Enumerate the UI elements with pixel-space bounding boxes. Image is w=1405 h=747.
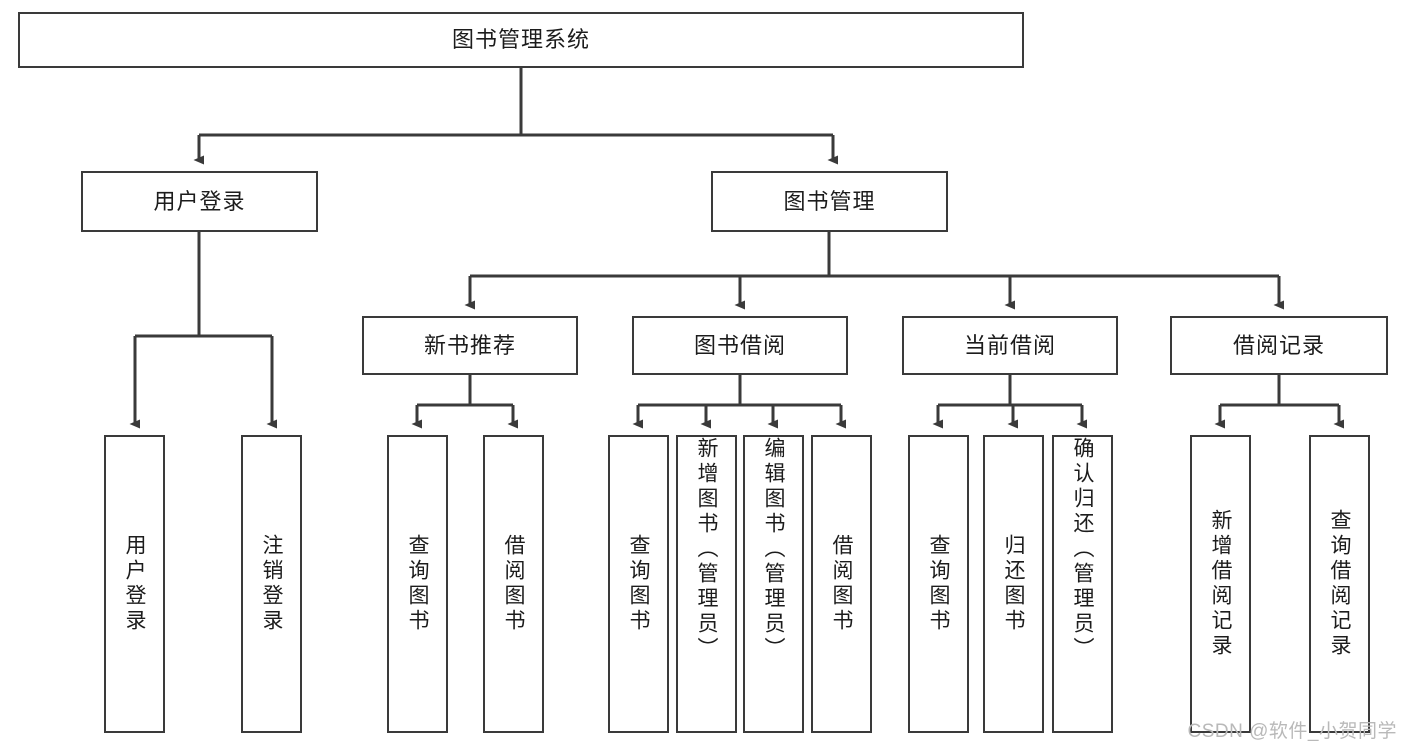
node-root-label: 图书管理系统 — [451, 27, 590, 53]
node-book-borrow[interactable]: 图书借阅 — [632, 316, 848, 375]
node-leaf-query-book-2[interactable]: 查询图书 — [608, 435, 669, 733]
node-book-manage-label: 图书管理 — [783, 188, 876, 214]
node-current-borrow[interactable]: 当前借阅 — [902, 316, 1118, 375]
node-leaf-user-login-label: 用户登录 — [123, 534, 146, 634]
node-leaf-borrow-book-1-label: 借阅图书 — [502, 534, 525, 634]
node-leaf-query-record-label: 查询借阅记录 — [1328, 509, 1351, 659]
node-leaf-return-book-label: 归还图书 — [1002, 534, 1025, 634]
node-root[interactable]: 图书管理系统 — [18, 12, 1024, 68]
node-leaf-query-book-2-label: 查询图书 — [627, 534, 650, 634]
node-leaf-edit-book[interactable]: 编辑图书（管理员） — [743, 435, 804, 733]
node-user-login-label: 用户登录 — [153, 188, 246, 214]
node-leaf-logout-label: 注销登录 — [260, 534, 283, 634]
node-leaf-logout[interactable]: 注销登录 — [241, 435, 302, 733]
node-leaf-query-book-3-label: 查询图书 — [927, 534, 950, 634]
node-borrow-record[interactable]: 借阅记录 — [1170, 316, 1388, 375]
node-book-borrow-label: 图书借阅 — [693, 332, 786, 358]
node-leaf-add-record-label: 新增借阅记录 — [1209, 509, 1232, 659]
node-leaf-query-book-3[interactable]: 查询图书 — [908, 435, 969, 733]
node-user-login[interactable]: 用户登录 — [81, 171, 318, 232]
node-new-book-rec-label: 新书推荐 — [423, 332, 516, 358]
node-current-borrow-label: 当前借阅 — [963, 332, 1056, 358]
node-leaf-confirm-return-label: 确认归还（管理员） — [1071, 437, 1094, 662]
watermark-text: CSDN @软件_小贺同学 — [1187, 721, 1397, 742]
node-leaf-edit-book-label: 编辑图书（管理员） — [762, 437, 785, 662]
node-leaf-confirm-return[interactable]: 确认归还（管理员） — [1052, 435, 1113, 733]
node-leaf-borrow-book-2-label: 借阅图书 — [830, 534, 853, 634]
node-leaf-user-login[interactable]: 用户登录 — [104, 435, 165, 733]
node-book-manage[interactable]: 图书管理 — [711, 171, 948, 232]
node-leaf-borrow-book-2[interactable]: 借阅图书 — [811, 435, 872, 733]
node-borrow-record-label: 借阅记录 — [1232, 332, 1325, 358]
node-leaf-return-book[interactable]: 归还图书 — [983, 435, 1044, 733]
node-leaf-query-record[interactable]: 查询借阅记录 — [1309, 435, 1370, 733]
node-leaf-query-book-1[interactable]: 查询图书 — [387, 435, 448, 733]
node-leaf-query-book-1-label: 查询图书 — [406, 534, 429, 634]
node-new-book-rec[interactable]: 新书推荐 — [362, 316, 578, 375]
node-leaf-add-book-label: 新增图书（管理员） — [695, 437, 718, 662]
node-leaf-add-book[interactable]: 新增图书（管理员） — [676, 435, 737, 733]
node-leaf-add-record[interactable]: 新增借阅记录 — [1190, 435, 1251, 733]
node-leaf-borrow-book-1[interactable]: 借阅图书 — [483, 435, 544, 733]
